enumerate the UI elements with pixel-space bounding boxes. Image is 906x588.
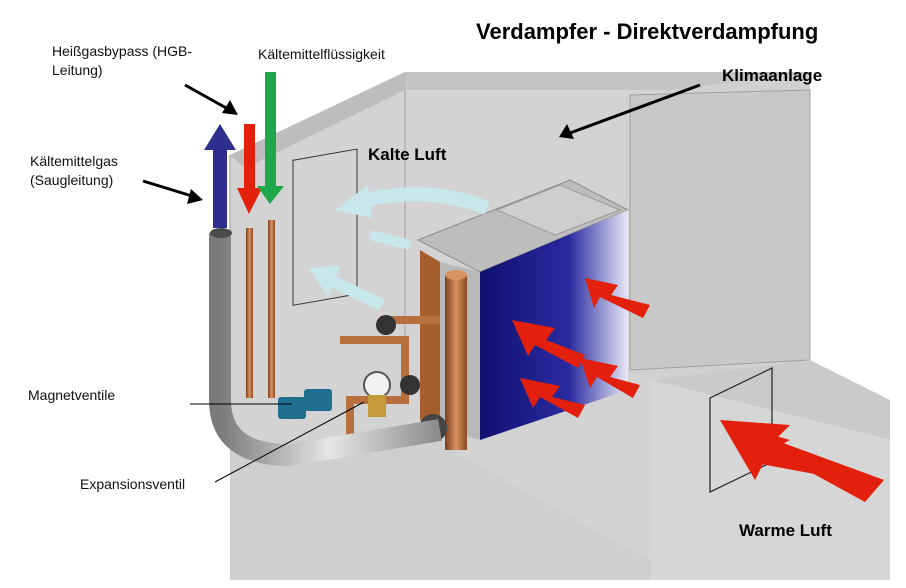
expansion-valve-gauge	[363, 371, 391, 399]
label-kaeltemittelgas: Kältemittelgas (Saugleitung)	[30, 152, 118, 190]
warm-air-arrows	[512, 278, 884, 502]
label-kaeltemittelfluessigkeit: Kältemittelflüssigkeit	[258, 46, 385, 62]
label-magnetventile: Magnetventile	[28, 387, 116, 403]
label-heissgasbypass: Heißgasbypass (HGB- Leitung)	[52, 42, 192, 80]
label-heissgasbypass-line1: Heißgasbypass (HGB-	[52, 43, 193, 59]
solenoid-valve-2	[304, 389, 332, 411]
valves	[278, 371, 391, 419]
pointer-arrows	[142, 83, 701, 204]
suction-gas-arrow	[213, 148, 227, 228]
refrigerant-arrows	[204, 72, 284, 228]
label-klimaanlage: Klimaanlage	[722, 66, 823, 85]
label-kalte-luft: Kalte Luft	[368, 145, 447, 164]
label-expansionsventil: Expansionsventil	[80, 476, 186, 492]
solenoid-valve-1	[278, 397, 306, 419]
copper-piping	[246, 220, 467, 450]
hgb-arrow	[244, 124, 255, 190]
label-heissgasbypass-line2: Leitung)	[52, 62, 103, 78]
label-warme-luft: Warme Luft	[739, 521, 832, 540]
diagram-title: Verdampfer - Direktverdampfung	[476, 19, 819, 44]
liquid-arrow	[265, 72, 276, 188]
cold-air-arrows	[308, 185, 490, 311]
label-kaeltemittelgas-line1: Kältemittelgas	[30, 153, 118, 169]
suction-pipe	[209, 228, 442, 467]
label-kaeltemittelgas-line2: (Saugleitung)	[30, 172, 114, 188]
expansion-valve-body	[368, 395, 386, 417]
leader-lines	[190, 401, 365, 483]
